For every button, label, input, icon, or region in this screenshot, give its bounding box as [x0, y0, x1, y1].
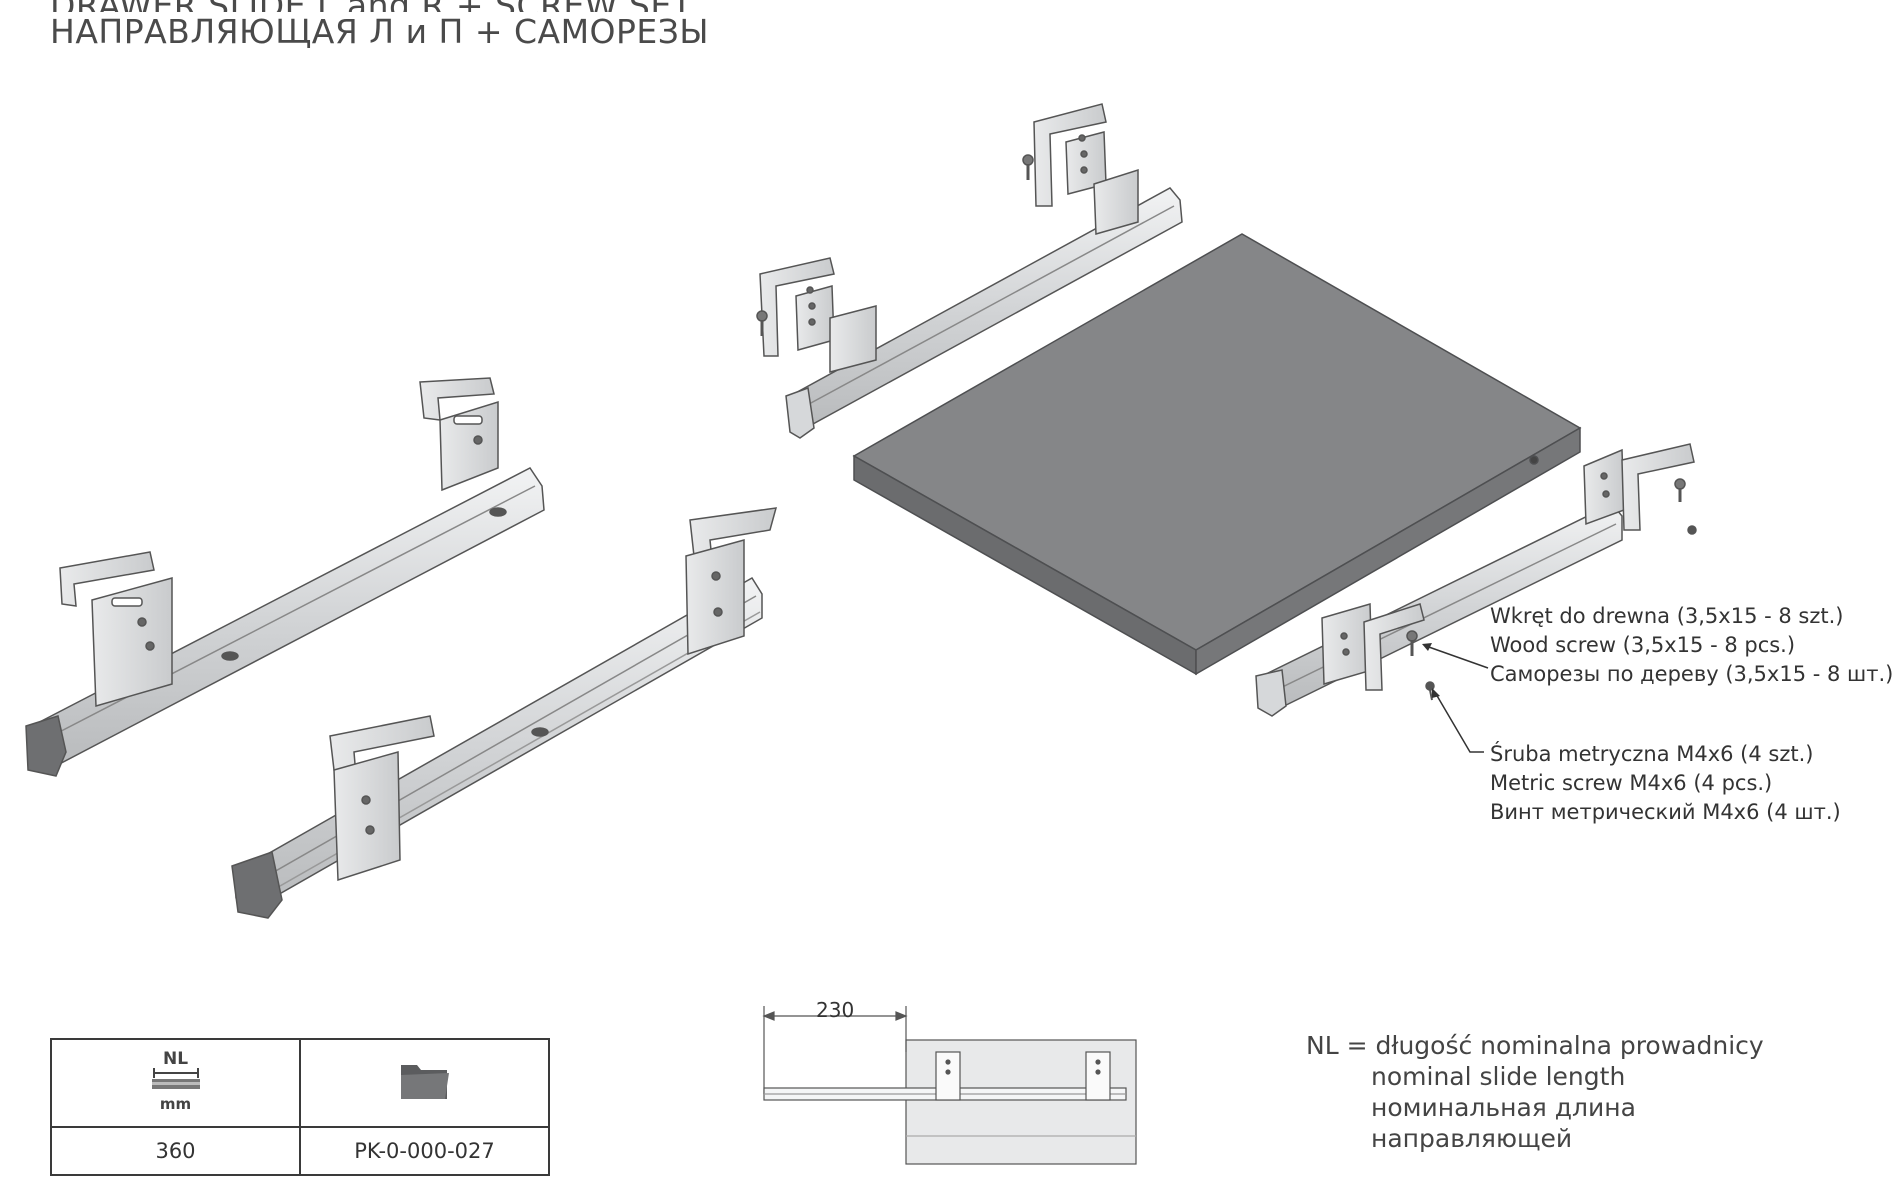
- slide-left-lower: [231, 507, 778, 919]
- dimension-label: 230: [816, 998, 855, 1022]
- slide-right-far: [756, 103, 1183, 439]
- slide-left-upper: [25, 377, 545, 777]
- spec-table: NL mm 360 PK-0-000-027: [50, 1038, 550, 1176]
- drawer-panel: [852, 233, 1582, 676]
- title-line-2: НАПРАВЛЯЮЩАЯ Л и П + САМОРЕЗЫ: [50, 12, 710, 51]
- nl-definition-line-3: номинальная длина: [1371, 1093, 1636, 1122]
- nl-definition-line-1: NL = długość nominalna prowadnicy: [1306, 1031, 1764, 1060]
- wood-screw-leader: [1425, 645, 1489, 669]
- metric-screw-leader: [1435, 693, 1484, 753]
- code-header-cell: [299, 1038, 550, 1128]
- nl-definition: NL = długość nominalna prowadnicy nomina…: [1306, 1030, 1764, 1154]
- metric-screw-en: Metric screw M4x6 (4 pcs.): [1490, 771, 1773, 795]
- nl-definition-line-4: направляющей: [1371, 1124, 1573, 1153]
- length-value: 360: [50, 1126, 301, 1176]
- metric-screw-note: Śruba metryczna M4x6 (4 szt.) Metric scr…: [1490, 740, 1841, 827]
- wood-screw-en: Wood screw (3,5x15 - 8 pcs.): [1490, 633, 1796, 657]
- wood-screw-pl: Wkręt do drewna (3,5x15 - 8 szt.): [1490, 604, 1844, 628]
- page-title: DRAWER SLIDE L and R + SCREW SET НАПРАВЛ…: [50, 0, 709, 52]
- wood-screw-ru: Саморезы по дереву (3,5x15 - 8 шт.): [1490, 662, 1892, 686]
- nominal-length-icon: NL mm: [146, 1049, 206, 1113]
- folder-icon: [400, 1064, 449, 1099]
- screw-icon: [1406, 630, 1418, 656]
- screw-icon: [1687, 525, 1697, 535]
- title-line-1: DRAWER SLIDE L and R + SCREW SET: [50, 0, 709, 12]
- nl-definition-line-2: nominal slide length: [1371, 1062, 1626, 1091]
- slide-right-near: [1255, 443, 1697, 717]
- nl-icon-label: NL: [162, 1048, 189, 1069]
- wood-screw-note: Wkręt do drewna (3,5x15 - 8 szt.) Wood s…: [1490, 602, 1892, 689]
- dimension-drawing: [762, 1006, 1137, 1165]
- metric-screw-pl: Śruba metryczna M4x6 (4 szt.): [1490, 742, 1814, 766]
- nl-header-cell: NL mm: [50, 1038, 301, 1128]
- screw-icon: [756, 310, 768, 336]
- mm-icon-label: mm: [159, 1094, 192, 1113]
- metric-screw-ru: Винт метрический M4x6 (4 шт.): [1490, 800, 1841, 824]
- code-value: PK-0-000-027: [299, 1126, 550, 1176]
- screw-icon: [1022, 154, 1034, 180]
- screw-icon: [1674, 478, 1686, 502]
